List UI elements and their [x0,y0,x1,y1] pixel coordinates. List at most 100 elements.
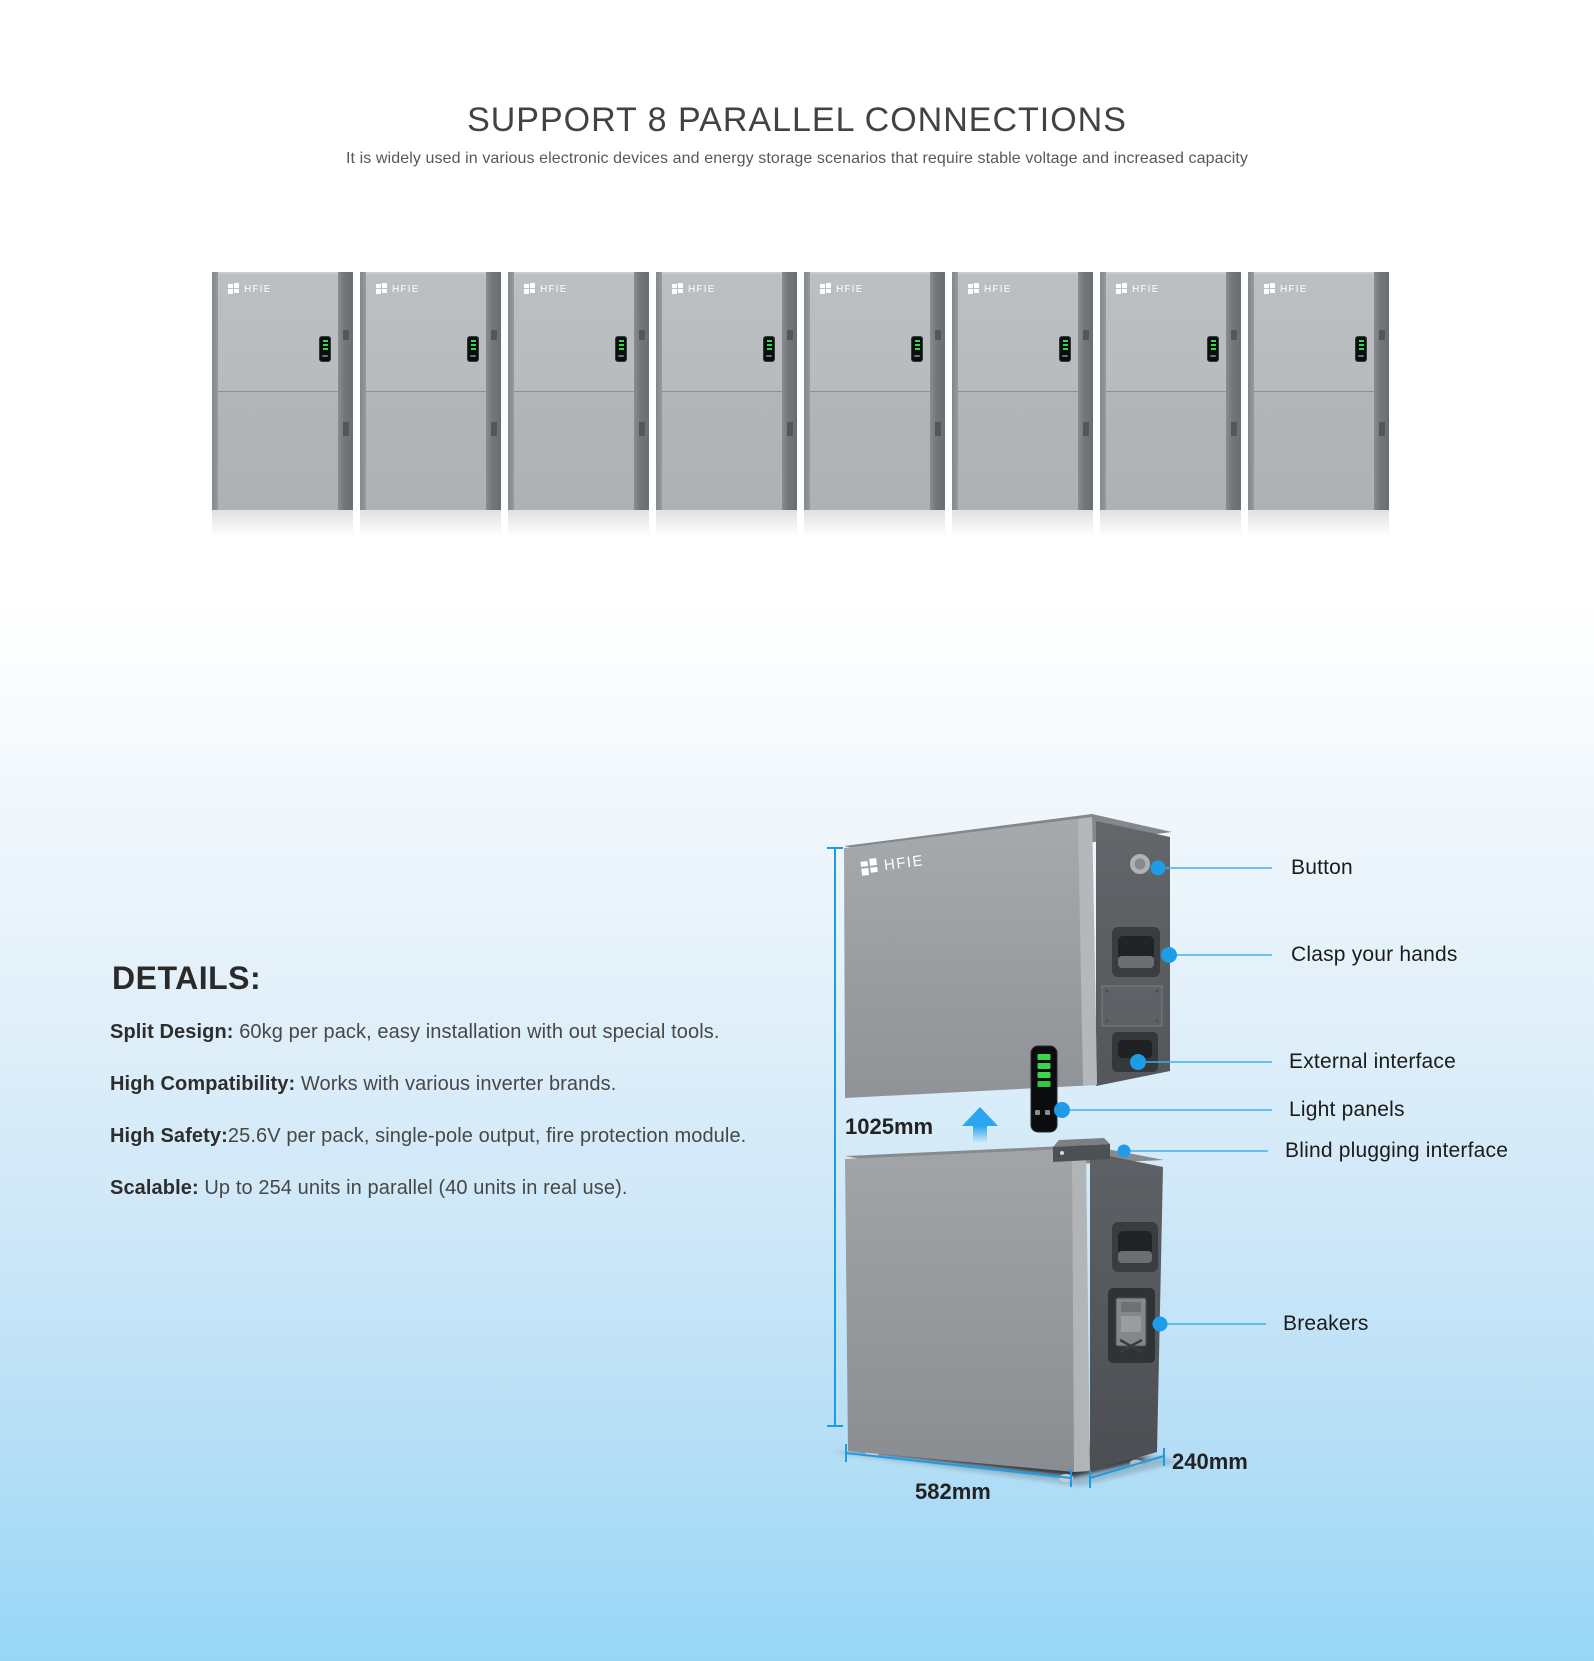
led-bars-icon [1358,340,1364,351]
detail-text: Up to 254 units in parallel (40 units in… [198,1177,628,1199]
page-title: SUPPORT 8 PARALLEL CONNECTIONS [467,101,1127,139]
hfie-logo-text: HFIE [392,283,420,295]
dimension-height: 1025mm [845,1114,934,1139]
callout-light-panels: Light panels [1289,1098,1405,1121]
unit-front-panel: HFIE [810,272,930,510]
unit-side-panel [486,272,501,510]
status-display [763,336,775,362]
detail-label: High Compatibility: [110,1073,296,1095]
unit-front-panel: HFIE [662,272,782,510]
background-gradient [0,600,1594,1661]
status-display [1207,336,1219,362]
hfie-logo-icon [376,283,388,295]
detail-text: Works with various inverter brands. [295,1073,617,1095]
unit-left-edge [952,272,958,510]
page-subtitle: It is widely used in various electronic … [345,150,1249,167]
unit-front-panel: HFIE [514,272,634,510]
led-bars-icon [1062,340,1068,351]
side-port-icon [639,422,645,436]
panel-seam [958,391,1078,392]
hfie-logo-text: HFIE [1132,283,1160,295]
unit-side-panel [1374,272,1389,510]
side-port-icon [787,330,793,340]
hfie-logo: HFIE [672,283,716,295]
detail-label: Scalable: [110,1177,199,1199]
status-display [911,336,923,362]
display-buttons-icon [1062,355,1068,357]
battery-unit: HFIE [804,272,945,536]
side-port-icon [491,330,497,340]
side-port-icon [1083,330,1089,340]
unit-side-panel [1078,272,1093,510]
led-bars-icon [618,340,624,351]
unit-side-panel [338,272,353,510]
detail-label: High Safety: [110,1125,228,1147]
side-port-icon [787,422,793,436]
details-heading: DETAILS: [112,960,262,996]
panel-seam [662,391,782,392]
hfie-logo: HFIE [1264,283,1308,295]
display-buttons-icon [914,355,920,357]
display-buttons-icon [322,355,328,357]
battery-unit: HFIE [1100,272,1241,536]
hfie-logo: HFIE [968,283,1012,295]
unit-side-panel [930,272,945,510]
battery-unit: HFIE [952,272,1093,536]
hfie-logo-icon [672,283,684,295]
dimension-depth: 240mm [1172,1449,1248,1474]
panel-seam [514,391,634,392]
panel-seam [366,391,486,392]
unit-front-panel: HFIE [1106,272,1226,510]
hfie-logo: HFIE [820,283,864,295]
side-port-icon [935,330,941,340]
hfie-logo-icon [228,283,240,295]
hfie-logo: HFIE [1116,283,1160,295]
unit-left-edge [1248,272,1254,510]
unit-side-panel [1226,272,1241,510]
callout-button: Button [1291,856,1353,879]
panel-seam [810,391,930,392]
side-port-icon [1083,422,1089,436]
unit-left-edge [360,272,366,510]
display-buttons-icon [766,355,772,357]
side-port-icon [1379,422,1385,436]
panel-seam [1254,391,1374,392]
hfie-logo: HFIE [228,283,272,295]
led-bars-icon [766,340,772,351]
led-bars-icon [914,340,920,351]
display-buttons-icon [1210,355,1216,357]
detail-high-compatibility: High Compatibility: Works with various i… [110,1073,616,1096]
dimension-width: 582mm [915,1479,991,1504]
hfie-logo-icon [1264,283,1276,295]
unit-front-panel: HFIE [218,272,338,510]
led-bars-icon [322,340,328,351]
side-port-icon [639,330,645,340]
unit-left-edge [804,272,810,510]
hfie-logo-text: HFIE [836,283,864,295]
unit-front-panel: HFIE [366,272,486,510]
status-display [1355,336,1367,362]
side-port-icon [1231,422,1237,436]
battery-unit: HFIE [508,272,649,536]
callout-external-interface: External interface [1289,1050,1457,1073]
hfie-logo-text: HFIE [1280,283,1308,295]
panel-seam [1106,391,1226,392]
side-port-icon [343,422,349,436]
unit-left-edge [1100,272,1106,510]
detail-split-design: Split Design: 60kg per pack, easy instal… [110,1021,720,1044]
side-port-icon [1231,330,1237,340]
display-buttons-icon [1358,355,1364,357]
hfie-logo-icon [860,857,879,877]
hfie-logo-text: HFIE [688,283,716,295]
display-buttons-icon [618,355,624,357]
side-port-icon [343,330,349,340]
hfie-logo-icon [524,283,536,295]
unit-front-panel: HFIE [958,272,1078,510]
hfie-logo-text: HFIE [244,283,272,295]
unit-side-panel [782,272,797,510]
unit-front-panel: HFIE [1254,272,1374,510]
parallel-units-row: HFIE HFIE [212,272,1389,536]
hfie-logo-text: HFIE [984,283,1012,295]
detail-high-safety: High Safety:25.6V per pack, single-pole … [110,1125,746,1148]
